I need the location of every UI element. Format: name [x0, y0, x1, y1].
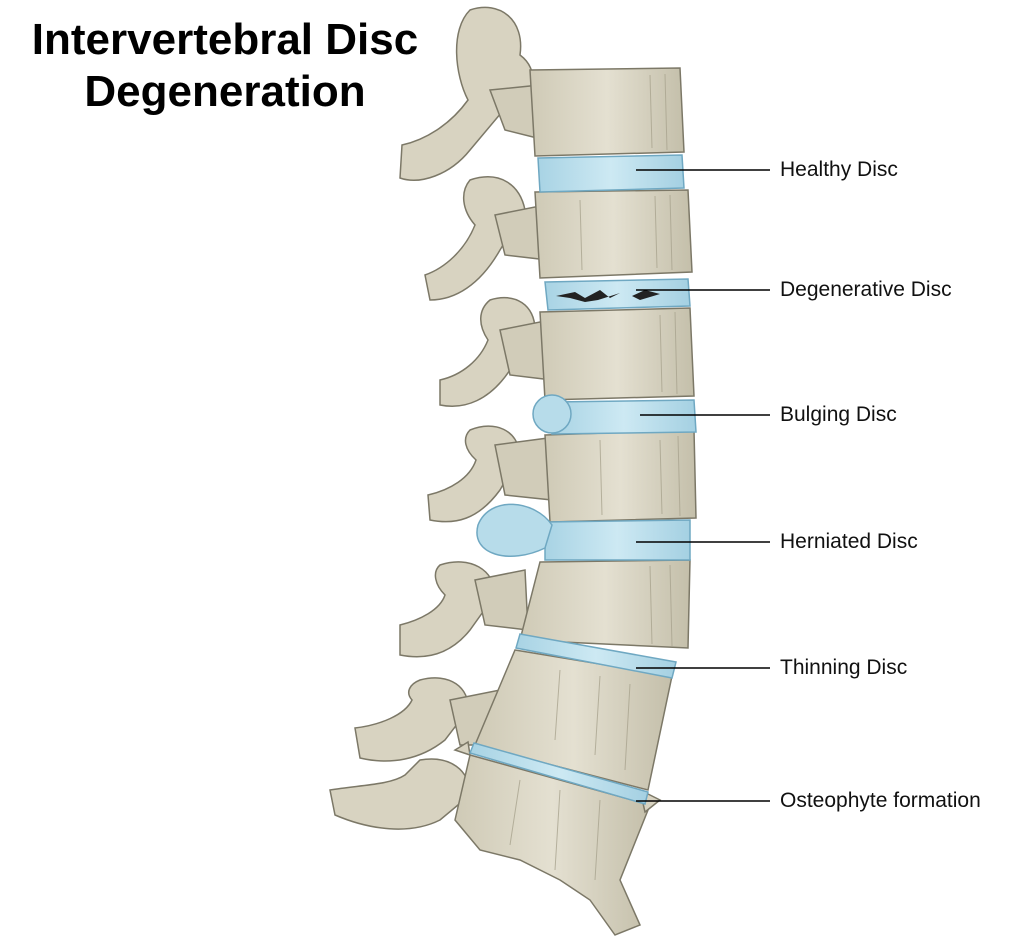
disc-herniated: [476, 503, 691, 561]
spinous-process: [439, 296, 536, 407]
disc-herniation: [476, 503, 553, 557]
vertebra-l3: [539, 307, 695, 401]
label-bulging-disc: Bulging Disc: [780, 403, 897, 426]
vertebra-l2: [534, 189, 693, 279]
osteophyte-spur: [453, 740, 471, 757]
vertebra-l1: [529, 67, 685, 157]
label-degenerative-disc: Degenerative Disc: [780, 278, 952, 301]
bone-texture: [509, 73, 681, 881]
spinous-process: [399, 561, 496, 658]
label-osteophyte-formation: Osteophyte formation: [780, 789, 981, 812]
disc-osteophyte: [468, 742, 649, 805]
crack: [556, 290, 620, 302]
disc-bulging: [532, 394, 697, 435]
spinous-process: [424, 176, 526, 301]
disc-thinning: [515, 633, 677, 679]
disc-herniated-body: [544, 519, 691, 561]
sacrum: [454, 754, 652, 936]
title-line-1: Intervertebral Disc: [31, 15, 419, 64]
vertebra-l4: [544, 429, 697, 523]
disc-bulge: [532, 394, 572, 434]
disc-bulging-body: [551, 399, 697, 435]
title-line-2: Degeneration: [84, 67, 366, 116]
crack: [632, 290, 660, 300]
vertebra-l5: [519, 559, 691, 649]
disc-cracks: [556, 290, 660, 302]
spinous-process: [399, 6, 534, 181]
disc-degenerative: [544, 278, 691, 311]
spinous-process: [354, 677, 469, 762]
label-thinning-disc: Thinning Disc: [780, 656, 908, 679]
pedicle: [474, 569, 529, 631]
label-healthy-disc: Healthy Disc: [780, 158, 898, 181]
diagram-title: Intervertebral Disc Degeneration: [0, 14, 450, 118]
disc-healthy: [537, 154, 685, 193]
spinous-process: [329, 758, 471, 830]
pedicle: [494, 437, 553, 501]
leader-lines: [636, 169, 770, 802]
discs: [468, 154, 697, 805]
vertebral-bodies: [454, 67, 697, 936]
label-herniated-disc: Herniated Disc: [780, 530, 918, 553]
